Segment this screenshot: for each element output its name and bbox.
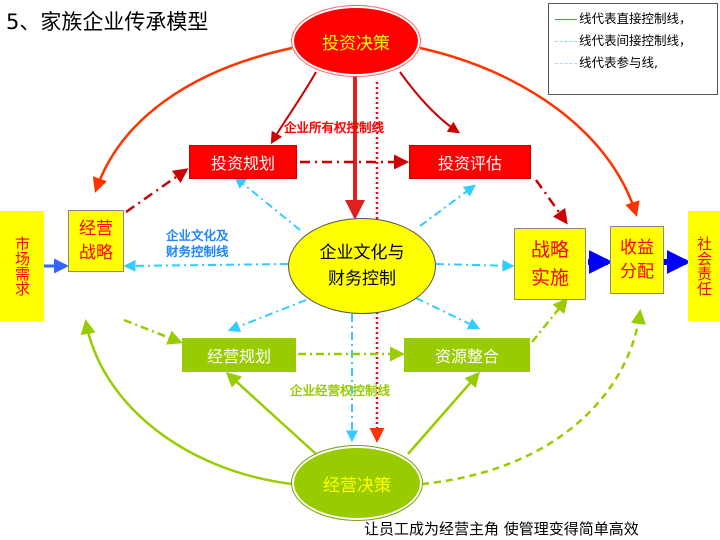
green-to-ops-planning — [225, 371, 317, 455]
label-operation-line: 企业经营权控制线 — [290, 383, 391, 398]
label-ownership-line: 企业所有权控制线 — [284, 120, 385, 135]
cyan-to-strategy — [123, 259, 289, 272]
legend-participation-text: 线代表参与线, — [579, 55, 658, 70]
green-resources-to-implementation — [531, 297, 568, 343]
arrow-invest-to-planning — [270, 71, 317, 145]
node-market-demand: 市场需求 — [0, 211, 44, 321]
green-strategy-to-ops-planning — [123, 318, 183, 345]
node-ops-strategy: 经营 战略 — [68, 210, 124, 272]
cyan-to-evaluation — [419, 184, 476, 227]
cyan-to-ops-planning — [227, 299, 307, 333]
node-strategy-impl-line2: 实施 — [530, 267, 569, 289]
green-dashed-arc-to-revenue — [421, 309, 646, 486]
node-resource-integration: 资源整合 — [404, 338, 530, 372]
cyan-to-resources — [415, 297, 481, 330]
legend-indirect-text: 线代表间接控制线， — [579, 33, 692, 48]
cyan-to-planning — [234, 176, 301, 231]
legend-row-indirect: 线代表间接控制线， — [555, 30, 713, 52]
node-strategy-implementation: 战略 实施 — [514, 228, 586, 300]
legend-dashed-line-icon — [555, 63, 577, 64]
node-culture-finance-line1: 企业文化与 — [319, 243, 405, 263]
legend-row-participation: 线代表参与线, — [555, 52, 713, 74]
legend-dashdot-line-icon — [555, 41, 577, 42]
legend-solid-line-icon — [555, 19, 577, 20]
legend-direct-text: 线代表直接控制线， — [579, 11, 692, 26]
node-social-responsibility: 社会责任 — [688, 211, 720, 321]
page-title: 5、家族企业传承模型 — [6, 10, 209, 34]
node-strategy-impl-line1: 战略 — [530, 239, 569, 261]
dashdot-evaluation-to-implementation — [534, 179, 568, 225]
label-culture-line1: 企业文化及 — [166, 228, 229, 243]
bottom-caption: 让员工成为经营主角 使管理变得简单高效 — [364, 520, 639, 538]
arc-invest-to-strategy — [92, 46, 293, 193]
node-ops-planning: 经营规划 — [182, 338, 296, 372]
node-revenue-line2: 分配 — [620, 262, 654, 282]
node-ops-decision: 经营决策 — [292, 446, 422, 520]
green-to-resources — [407, 371, 480, 455]
arrow-invest-to-evaluation — [399, 71, 460, 134]
legend-row-direct: 线代表直接控制线， — [555, 8, 713, 30]
cyan-to-implementation — [435, 259, 515, 272]
node-invest-planning: 投资规划 — [189, 145, 297, 179]
node-revenue-line1: 收益 — [620, 238, 654, 258]
label-culture-line2: 财务控制线 — [166, 244, 229, 259]
node-invest-evaluation: 投资评估 — [409, 145, 531, 179]
node-culture-finance: 企业文化与 财务控制 — [288, 218, 436, 314]
legend-box: 线代表直接控制线， 线代表间接控制线， 线代表参与线, — [548, 3, 718, 95]
node-ops-strategy-line1: 经营 — [79, 219, 113, 239]
node-invest-decision: 投资决策 — [292, 6, 420, 76]
node-ops-strategy-line2: 战略 — [79, 243, 113, 263]
label-culture-finance-line: 企业文化及 财务控制线 — [166, 228, 229, 260]
green-arc-to-strategy — [80, 319, 293, 486]
node-revenue-distribution: 收益 分配 — [610, 226, 664, 294]
node-culture-finance-line2: 财务控制 — [328, 269, 396, 289]
arc-invest-to-revenue — [419, 46, 640, 217]
dashdot-strategy-to-planning — [125, 168, 189, 214]
